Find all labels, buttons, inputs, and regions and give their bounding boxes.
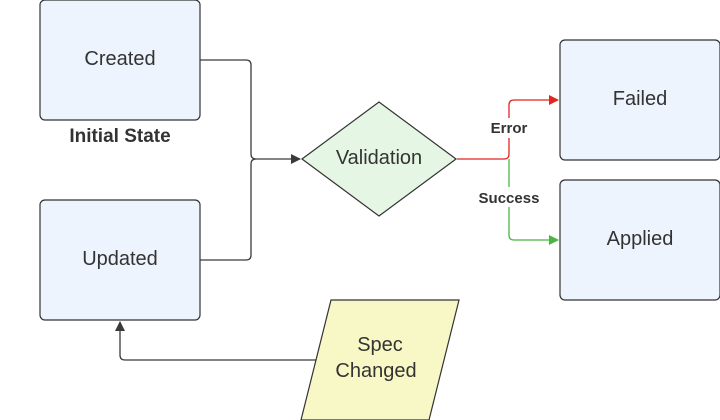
state-applied[interactable]: [559, 179, 720, 301]
event-spec-changed-label-line2: Changed: [335, 360, 416, 382]
edge-error-label: Error: [491, 120, 528, 137]
edge-success-label: Success: [479, 190, 540, 207]
state-created-label: Created: [84, 48, 155, 70]
decision-validation[interactable]: [300, 101, 458, 217]
state-failed-label: Failed: [613, 88, 667, 110]
edge-updated-to-validation: [200, 158, 257, 261]
edge-success: [508, 159, 559, 245]
state-created[interactable]: [39, 0, 201, 121]
state-updated[interactable]: [39, 199, 201, 321]
decision-validation-label: Validation: [336, 147, 422, 169]
initial-state-label: Initial State: [69, 126, 170, 147]
event-spec-changed-label-line1: Spec: [357, 334, 403, 356]
edge-spec-changed-to-updated: [115, 321, 320, 361]
edge-success-label-bg: [470, 187, 548, 207]
event-spec-changed[interactable]: [300, 299, 460, 420]
state-updated-label: Updated: [82, 248, 158, 270]
edge-error-label-bg: [484, 118, 534, 138]
state-applied-label: Applied: [607, 228, 674, 250]
state-failed[interactable]: [559, 39, 720, 161]
edge-created-to-validation: [200, 59, 301, 164]
